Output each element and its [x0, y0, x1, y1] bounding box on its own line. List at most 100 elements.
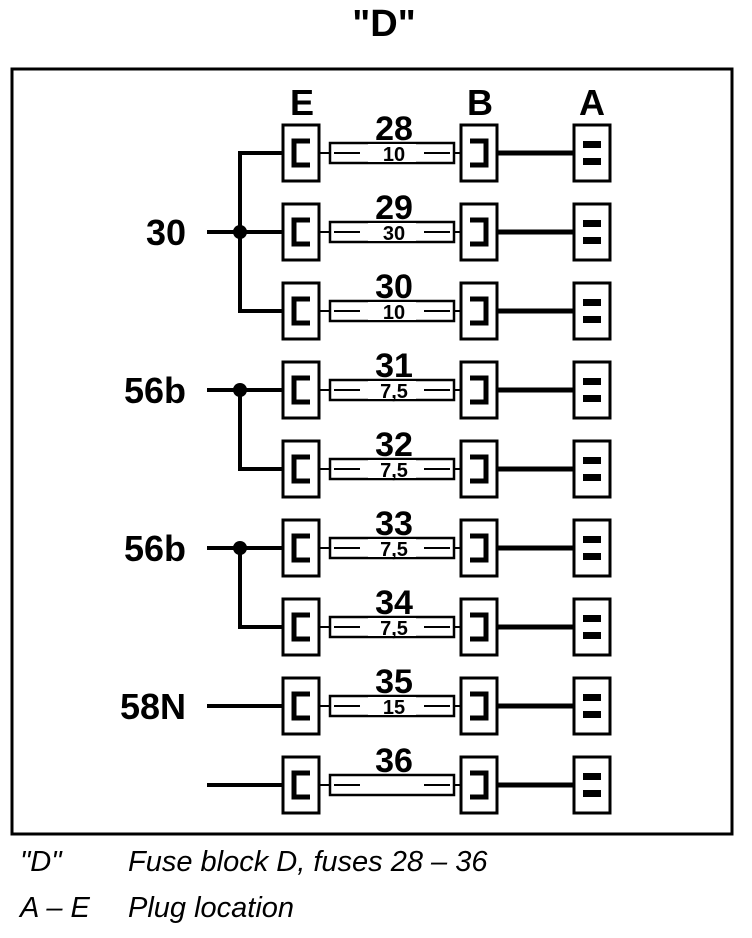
plug-b-icon — [459, 439, 499, 499]
feed-label: 58N — [120, 686, 186, 727]
fuse-number: 28 — [375, 110, 413, 148]
plug-a-contact — [583, 536, 601, 543]
fuse-row: 327,5 — [281, 426, 612, 499]
fuse-rating: 30 — [383, 223, 405, 245]
fuse-rating-bg — [368, 381, 416, 399]
plug-b-contact — [470, 217, 489, 247]
feed-label: 30 — [146, 212, 186, 253]
plug-a-contact — [583, 141, 601, 148]
plug-b-icon — [459, 676, 499, 736]
plug-a-contact — [583, 773, 601, 780]
plug-a-contact — [583, 474, 601, 481]
junction-dot — [233, 383, 247, 397]
legend-key: A – E — [20, 892, 90, 924]
fuse-row: 36 — [281, 742, 612, 815]
diagram-title: "D" — [352, 3, 415, 45]
plug-a-contact — [583, 237, 601, 244]
column-label-e: E — [290, 82, 314, 123]
plug-a-contact — [583, 553, 601, 560]
feed-group: 30 — [146, 151, 283, 313]
fuse-rating-bg — [368, 697, 416, 715]
fuse-row: 317,5 — [281, 347, 612, 420]
plug-e-icon — [281, 360, 321, 420]
plug-b-icon — [459, 123, 499, 183]
fuse-rating: 7,5 — [380, 539, 408, 561]
plug-e-contact — [291, 138, 310, 168]
fuse-rating: 15 — [383, 697, 405, 719]
plug-a-contact — [583, 790, 601, 797]
feed-label: 56b — [124, 370, 186, 411]
fuse-number: 30 — [375, 268, 413, 306]
plug-a-contact — [583, 615, 601, 622]
fuse-number: 31 — [375, 347, 413, 385]
feed-group: 58N — [120, 686, 283, 727]
plug-a-icon — [572, 439, 612, 499]
junction-dot — [233, 541, 247, 555]
plug-a-contact — [583, 220, 601, 227]
plug-e-icon — [281, 597, 321, 657]
feed-group: 56b — [124, 528, 283, 629]
plug-a-contact — [583, 457, 601, 464]
plug-b-icon — [459, 597, 499, 657]
plug-e-icon — [281, 676, 321, 736]
plug-a-icon — [572, 281, 612, 341]
fuse-rating-bg — [368, 144, 416, 162]
fuse-number: 29 — [375, 189, 413, 227]
fuse-row: 337,5 — [281, 505, 612, 578]
plug-b-icon — [459, 202, 499, 262]
plug-e-contact — [291, 217, 310, 247]
plug-a-contact — [583, 316, 601, 323]
fuse-number: 33 — [375, 505, 413, 543]
fuse-block-outline — [10, 67, 734, 836]
plug-b-contact — [470, 612, 489, 642]
feed-label: 56b — [124, 528, 186, 569]
column-label-a: A — [579, 82, 605, 123]
fuse-icon — [328, 773, 456, 797]
plug-a-contact — [583, 694, 601, 701]
fuse-rating-bg — [368, 539, 416, 557]
plug-a-icon — [572, 202, 612, 262]
plug-a-icon — [572, 360, 612, 420]
plug-b-contact — [470, 691, 489, 721]
plug-a-icon — [572, 755, 612, 815]
fuse-rating-bg — [368, 302, 416, 320]
fuse-rating: 7,5 — [380, 460, 408, 482]
fuse-number: 34 — [375, 584, 413, 622]
plug-b-contact — [470, 533, 489, 563]
plug-b-contact — [470, 454, 489, 484]
fuse-number: 32 — [375, 426, 413, 464]
plug-a-contact — [583, 378, 601, 385]
plug-a-contact — [583, 711, 601, 718]
fuse-rating: 7,5 — [380, 618, 408, 640]
plug-a-icon — [572, 597, 612, 657]
plug-e-icon — [281, 202, 321, 262]
plug-a-icon — [572, 676, 612, 736]
plug-e-contact — [291, 770, 310, 800]
plug-e-contact — [291, 375, 310, 405]
plug-b-contact — [470, 375, 489, 405]
plug-a-contact — [583, 395, 601, 402]
plug-a-contact — [583, 158, 601, 165]
fuse-number: 36 — [375, 742, 413, 780]
column-label-b: B — [467, 82, 493, 123]
fuse-rating: 10 — [383, 144, 405, 166]
legend-key: "D" — [20, 846, 62, 878]
plug-e-icon — [281, 518, 321, 578]
plug-b-icon — [459, 360, 499, 420]
plug-b-icon — [459, 755, 499, 815]
plug-a-contact — [583, 299, 601, 306]
plug-a-icon — [572, 518, 612, 578]
plug-e-contact — [291, 691, 310, 721]
plug-e-icon — [281, 439, 321, 499]
plug-b-contact — [470, 138, 489, 168]
feed-group: 56b — [124, 370, 283, 471]
plug-e-icon — [281, 123, 321, 183]
plug-e-icon — [281, 755, 321, 815]
plug-b-icon — [459, 281, 499, 341]
plug-a-contact — [583, 632, 601, 639]
